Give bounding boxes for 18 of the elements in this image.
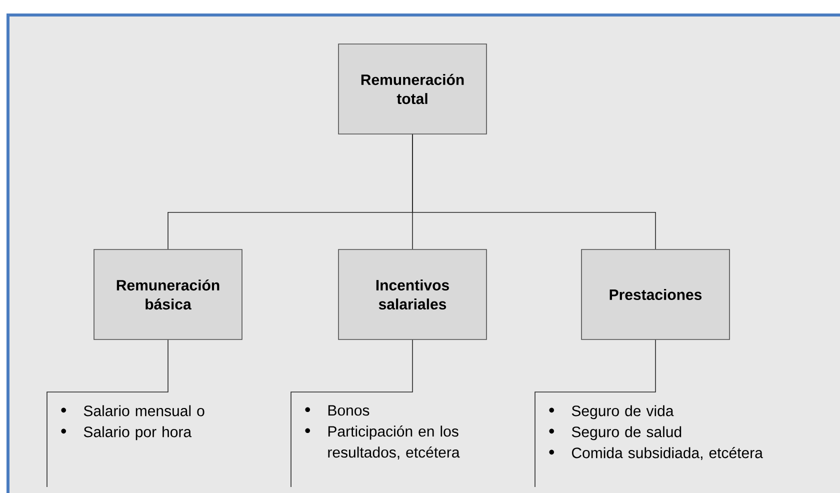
node-label: Bonos: [328, 405, 370, 416]
bracket-line: [290, 340, 413, 488]
category-box: Remuneración total: [338, 44, 487, 134]
category-box: Remuneración básica: [94, 249, 242, 340]
node-label: Salario por hora: [84, 426, 192, 440]
connector-line: [412, 134, 656, 250]
category-box: Incentivos salariales: [338, 249, 487, 340]
bullet-list: Seguro de vida Seguro de salud Comida subsidiada, etcétera: [549, 405, 763, 460]
node-label: Salario mensual o: [84, 405, 204, 416]
node-label: Seguro de salud: [572, 426, 682, 440]
node-label: Comida subsidiada, etcétera: [572, 447, 763, 460]
bullet-list: Salario mensual o Salario por hora: [61, 405, 204, 440]
bracket-line: [534, 340, 656, 488]
category-box: Prestaciones: [581, 249, 730, 340]
node-label: Seguro de vida: [572, 405, 674, 420]
node-label: Participación en los resultados, etcétera: [328, 425, 460, 460]
bracket-line: [46, 340, 168, 488]
bullet-list: Bonos Participación en los resultados, etcétera: [305, 405, 460, 460]
